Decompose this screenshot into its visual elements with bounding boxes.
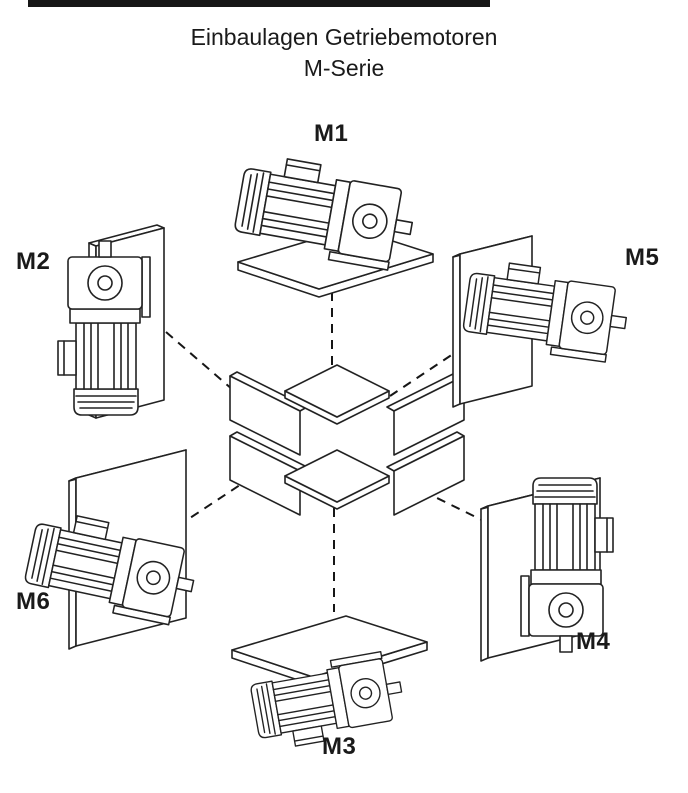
title-line-1: Einbaulagen Getriebemotoren	[190, 24, 498, 50]
page-title: Einbaulagen Getriebemotoren M-Serie	[0, 22, 688, 84]
top-artifact-bar	[28, 0, 490, 7]
position-m1	[231, 151, 434, 298]
connector-m5	[389, 347, 463, 397]
label-m6: M6	[16, 588, 51, 615]
mounting-cube	[229, 364, 465, 516]
position-m2	[57, 224, 165, 419]
position-m4	[480, 477, 614, 662]
cube-wall-lower-right	[386, 431, 465, 516]
connector-m6	[189, 476, 253, 519]
label-m5: M5	[625, 244, 660, 271]
label-m2: M2	[16, 248, 51, 275]
label-m3: M3	[322, 733, 357, 760]
position-m5	[452, 235, 633, 408]
connector-m2	[165, 331, 241, 397]
position-m3	[231, 615, 428, 753]
gear-motor-m2	[57, 240, 151, 416]
cube-bottom-plate	[284, 449, 390, 510]
label-m1: M1	[314, 120, 349, 147]
label-m4: M4	[576, 628, 611, 655]
position-m6	[21, 449, 203, 650]
cube-top-plate	[284, 364, 390, 425]
title-line-2: M-Serie	[303, 55, 385, 81]
